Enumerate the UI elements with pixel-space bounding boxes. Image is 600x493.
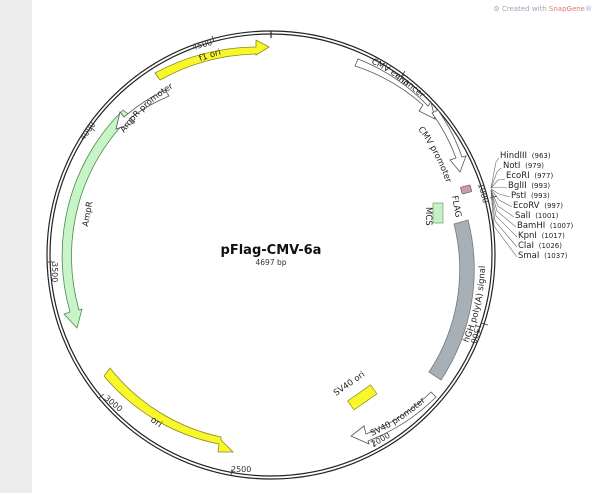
ampr-promoter-label: AmpR promoter: [118, 81, 175, 135]
watermark-reg: ®: [585, 5, 592, 13]
site-ecori[interactable]: EcoRI (977): [506, 171, 553, 181]
tick-4000: 4000: [78, 120, 97, 142]
feature-cmv-promoter[interactable]: CMV promoter: [416, 109, 467, 185]
feature-mcs[interactable]: MCS: [423, 202, 444, 226]
plasmid-length: 4697 bp: [256, 258, 287, 267]
map-card: ⚙ Created with SnapGene®: [32, 0, 600, 493]
cmv-enhancer-arrow[interactable]: [354, 58, 436, 120]
cmv-enhancer-label: CMV enhancer: [370, 57, 427, 101]
flag-label: FLAG: [449, 195, 463, 218]
sv40-promoter-arrow[interactable]: [350, 391, 437, 445]
mcs-label: MCS: [423, 207, 433, 226]
site-bamhi[interactable]: BamHI (1007): [517, 221, 573, 231]
site-psti[interactable]: PstI (993): [511, 191, 550, 201]
site-clai[interactable]: ClaI (1026): [518, 241, 562, 251]
feature-sv40-ori[interactable]: SV40 ori: [332, 370, 378, 411]
mcs-box[interactable]: [432, 202, 444, 224]
tick-label: 4500: [191, 38, 213, 52]
site-ecorv[interactable]: EcoRV (997): [513, 201, 563, 211]
ampr-label: AmpR: [81, 201, 95, 228]
plasmid-name: pFlag-CMV-6a: [221, 243, 322, 258]
snapgene-logo-icon: ⚙: [493, 5, 500, 13]
sv40-ori-box[interactable]: [347, 384, 378, 411]
cmv-promoter-arrow[interactable]: [431, 109, 467, 173]
ampr-promoter-arrow[interactable]: [115, 89, 170, 130]
hgh-polya-bar[interactable]: [428, 219, 475, 381]
site-leader-lines: [490, 157, 518, 258]
tick-4500: 4500: [191, 35, 215, 52]
feature-cmv-enhancer[interactable]: CMV enhancer: [354, 57, 436, 120]
plasmid-map: 500 1000 1500 2000 2500: [46, 30, 573, 480]
watermark-prefix: Created with: [501, 5, 547, 13]
tick-label: 2500: [231, 465, 251, 474]
site-kpni[interactable]: KpnI (1017): [518, 231, 565, 241]
tick-3500: 3500: [48, 261, 59, 282]
snapgene-watermark: ⚙ Created with SnapGene®: [493, 5, 592, 13]
f1-ori-arrow[interactable]: [154, 39, 270, 81]
site-sali[interactable]: SalI (1001): [515, 211, 559, 221]
feature-flag[interactable]: FLAG: [449, 184, 472, 218]
tick-label: 4000: [78, 120, 97, 142]
tick-2500: 2500: [230, 465, 251, 477]
tick-label: 1000: [476, 182, 490, 204]
site-hindiii[interactable]: HindIII (963): [500, 151, 551, 161]
restriction-sites: HindIII (963) NotI (979) EcoRI (977) Bgl…: [500, 151, 573, 261]
site-bglii[interactable]: BglII (993): [508, 181, 550, 191]
feature-ori[interactable]: ori: [103, 367, 234, 453]
site-smai[interactable]: SmaI (1037): [518, 251, 568, 261]
ori-arrow[interactable]: [103, 367, 234, 453]
ampr-arrow[interactable]: [61, 109, 132, 329]
site-noti[interactable]: NotI (979): [503, 161, 544, 171]
feature-hgh-polya[interactable]: hGH poly(A) signal: [428, 219, 488, 381]
watermark-brand: SnapGene: [548, 5, 585, 13]
flag-box[interactable]: [460, 184, 472, 195]
sv40-promoter-label: SV40 promoter: [369, 395, 428, 438]
tick-label: 3500: [50, 262, 59, 282]
feature-ampr[interactable]: AmpR: [61, 109, 132, 329]
